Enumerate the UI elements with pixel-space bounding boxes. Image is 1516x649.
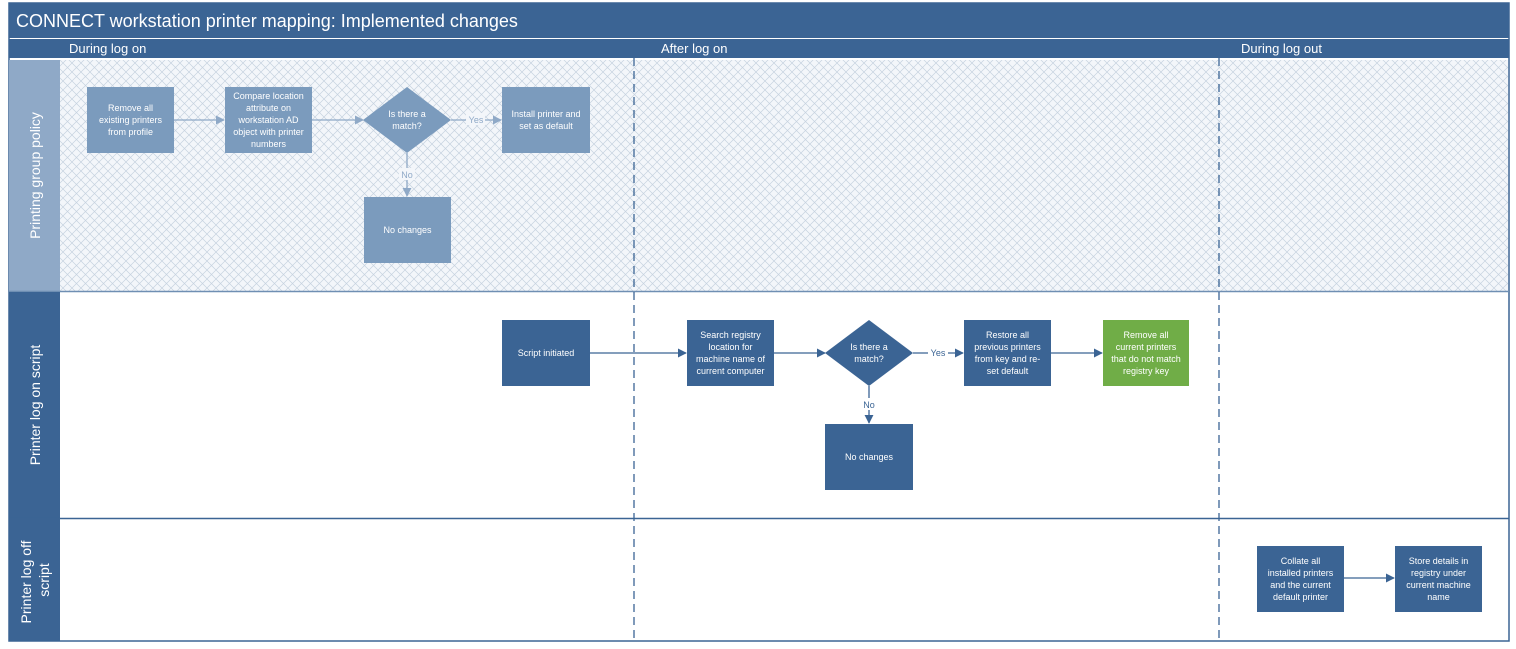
- phase-during-log-on: During log on: [69, 41, 146, 56]
- diagram-title: CONNECT workstation printer mapping: Imp…: [16, 11, 518, 31]
- edge-label-yes: Yes: [469, 115, 484, 125]
- node-compare-location-attribute: [225, 87, 312, 153]
- node-label-line: Search registry: [700, 330, 761, 340]
- node-label-line: Collate all: [1281, 556, 1321, 566]
- node-label: Restore all previous printers from key and…: [974, 330, 1041, 376]
- node-label-line: Restore all: [986, 330, 1029, 340]
- phase-during-log-out: During log out: [1241, 41, 1322, 56]
- node-install-printer-set-default: [502, 87, 590, 153]
- node-label-line: from key and re-: [975, 354, 1041, 364]
- node-label-line: existing printers: [99, 115, 163, 125]
- node-label-line: current printers: [1116, 342, 1177, 352]
- node-label: No changes: [845, 452, 894, 462]
- node-label: Remove all current printers that do not ma…: [1111, 330, 1181, 376]
- node-label-line: attribute on: [246, 103, 291, 113]
- node-label-line: match?: [392, 121, 422, 131]
- node-label: Script initiated: [518, 348, 575, 358]
- lane-printer-log-off-script-header: [9, 519, 60, 641]
- phase-after-log-on: After log on: [661, 41, 728, 56]
- node-label-line: name: [1427, 592, 1450, 602]
- lane-label-printer-log-off-script: Printer log off script: [18, 537, 52, 624]
- edge-label-yes: Yes: [931, 348, 946, 358]
- node-label-line: registry under: [1411, 568, 1466, 578]
- node-label-line: workstation AD: [237, 115, 299, 125]
- node-label: Is there a match?: [388, 109, 426, 131]
- node-remove-current-printers: [1103, 320, 1189, 386]
- lane-label-printing-group-policy: Printing group policy: [27, 112, 43, 239]
- node-label-line: Is there a: [388, 109, 426, 119]
- node-label: No changes: [383, 225, 432, 235]
- edge-label-no: No: [401, 170, 413, 180]
- decision-is-there-a-match: [363, 87, 451, 153]
- node-label-line: set default: [987, 366, 1029, 376]
- edge-label-bg: [466, 113, 485, 125]
- node-label: Store details in registry under current ma…: [1406, 556, 1471, 602]
- node-label-line: set as default: [519, 121, 573, 131]
- node-no-changes: [364, 197, 451, 263]
- decision-is-there-a-match: [825, 320, 913, 386]
- phase-header: [9, 39, 1509, 58]
- node-label-line: Remove all: [1123, 330, 1168, 340]
- node-label-line: Script initiated: [518, 348, 575, 358]
- lane-label-printer-log-on-script: Printer log on script: [27, 345, 43, 466]
- lane-printing-group-policy-header: [9, 60, 60, 291]
- edge-label-bg: [928, 346, 948, 358]
- node-label-line: from profile: [108, 127, 153, 137]
- node-label: Install printer and set as default: [511, 109, 580, 131]
- node-label-line: match?: [854, 354, 884, 364]
- node-label-line: No changes: [383, 225, 432, 235]
- node-restore-previous-printers: [964, 320, 1051, 386]
- node-label-line: registry key: [1123, 366, 1170, 376]
- node-label-line: numbers: [251, 139, 287, 149]
- node-remove-existing-printers: [87, 87, 174, 153]
- node-label-line: Install printer and: [511, 109, 580, 119]
- node-label-line: current machine: [1406, 580, 1471, 590]
- node-label-line: Is there a: [850, 342, 888, 352]
- node-label-line: current computer: [696, 366, 764, 376]
- node-label-line: default printer: [1273, 592, 1328, 602]
- edge-label-bg: [861, 398, 877, 410]
- node-label-line: machine name of: [696, 354, 766, 364]
- node-label-line: Remove all: [108, 103, 153, 113]
- node-label-line: and the current: [1270, 580, 1331, 590]
- node-label-line: previous printers: [974, 342, 1041, 352]
- node-label-line: object with printer: [233, 127, 304, 137]
- node-store-details-in-registry: [1395, 546, 1482, 612]
- title-bar: [9, 3, 1509, 38]
- node-label: Remove all existing printers from profile: [99, 103, 163, 137]
- lane-label-line: Printer log off: [18, 540, 34, 623]
- lane-printer-log-on-script-header: [9, 292, 60, 518]
- node-label: Search registry location for machine name …: [696, 330, 766, 376]
- node-search-registry-location: [687, 320, 774, 386]
- node-label-line: that do not match: [1111, 354, 1181, 364]
- node-label: Compare location attribute on workstation …: [233, 91, 304, 149]
- node-label-line: installed printers: [1268, 568, 1334, 578]
- edge-label-no: No: [863, 400, 875, 410]
- node-label-line: location for: [708, 342, 752, 352]
- node-collate-installed-printers: [1257, 546, 1344, 612]
- edge-label-bg: [399, 168, 415, 180]
- node-script-initiated: [502, 320, 590, 386]
- node-label: Is there a match?: [850, 342, 888, 364]
- node-label-line: Compare location: [233, 91, 304, 101]
- node-label: Collate all installed printers and the cur…: [1268, 556, 1334, 602]
- node-label-line: Store details in: [1409, 556, 1469, 566]
- node-no-changes: [825, 424, 913, 490]
- lane-label-line: script: [36, 563, 52, 597]
- node-label-line: No changes: [845, 452, 894, 462]
